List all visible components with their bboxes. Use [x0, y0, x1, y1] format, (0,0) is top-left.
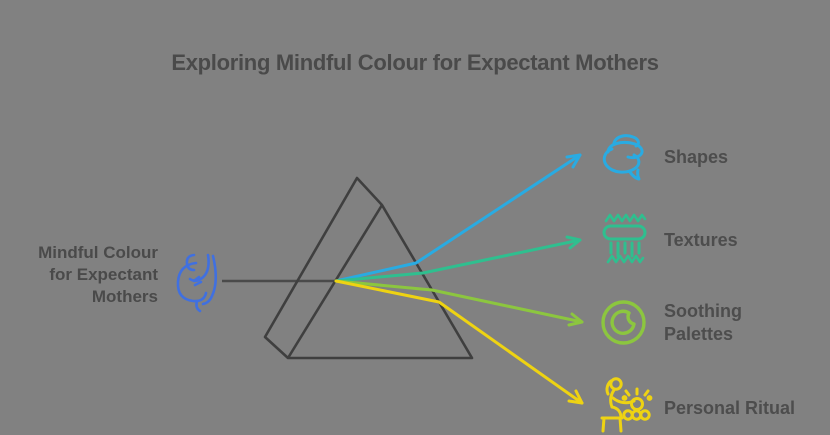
soothing-palette-icon [601, 300, 646, 345]
branch-soothing-palettes [334, 279, 646, 345]
branch-personal-ritual [334, 279, 653, 433]
arrowhead-soothing [567, 312, 584, 327]
arrowhead-ritual [567, 389, 584, 405]
branch-label-textures: Textures [664, 230, 738, 250]
ray-ritual [334, 279, 584, 405]
diagram-title: Exploring Mindful Colour for Expectant M… [171, 50, 659, 75]
pregnant-mother-icon [176, 253, 218, 313]
branch-shapes [334, 134, 644, 283]
branch-textures [334, 213, 647, 283]
arrowhead-textures [565, 235, 582, 250]
ray-shapes [334, 153, 582, 283]
branch-label-soothing-palettes: Soothing Palettes [664, 301, 742, 344]
branch-label-shapes: Shapes [664, 147, 729, 167]
ray-textures [334, 238, 582, 283]
arrowhead-shapes [565, 153, 582, 169]
source-label: Mindful Colour for Expectant Mothers [38, 243, 158, 306]
shapes-icon [602, 134, 644, 181]
personal-ritual-icon [600, 377, 653, 433]
branch-label-personal-ritual: Personal Ritual [664, 398, 796, 418]
textures-icon [602, 213, 647, 264]
ray-soothing [334, 279, 584, 324]
